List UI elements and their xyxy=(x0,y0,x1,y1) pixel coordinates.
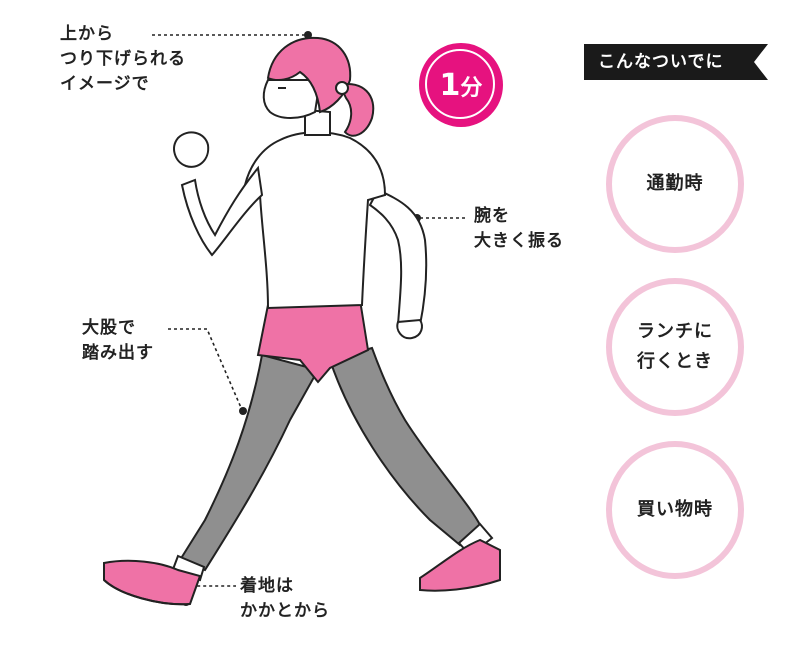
occasion-circle-lunch: ランチに 行くとき xyxy=(606,278,744,416)
annotation-line: 大きく振る xyxy=(474,231,564,251)
annotation-hang-from-top: 上から つり下げられる イメージで xyxy=(60,22,186,97)
occasion-label: 行くとき xyxy=(637,351,713,372)
annotation-line: つり下げられる xyxy=(60,49,186,69)
annotation-heel-landing: 着地は かかとから xyxy=(240,574,330,624)
annotation-swing-arms: 腕を 大きく振る xyxy=(474,204,564,254)
annotation-line: 大股で xyxy=(82,318,136,338)
dotted-leader-lines xyxy=(152,34,468,601)
annotation-line: 上から xyxy=(60,24,114,44)
annotation-big-stride: 大股で 踏み出す xyxy=(82,316,154,366)
annotation-line: 踏み出す xyxy=(82,343,154,363)
annotation-line: 着地は xyxy=(240,576,294,596)
occasion-label: ランチに xyxy=(637,321,713,342)
occasion-label: 買い物時 xyxy=(637,499,713,520)
annotation-line: イメージで xyxy=(60,74,150,94)
annotation-line: 腕を xyxy=(474,206,510,226)
duration-badge-ring xyxy=(425,49,495,119)
side-panel-title: こんなついでに xyxy=(598,52,724,72)
occasion-label: 通勤時 xyxy=(646,173,704,194)
occasion-circle-commute: 通勤時 xyxy=(606,115,744,253)
side-panel-banner xyxy=(584,44,768,80)
occasion-circle-shopping: 買い物時 xyxy=(606,441,744,579)
annotation-line: かかとから xyxy=(240,601,330,621)
